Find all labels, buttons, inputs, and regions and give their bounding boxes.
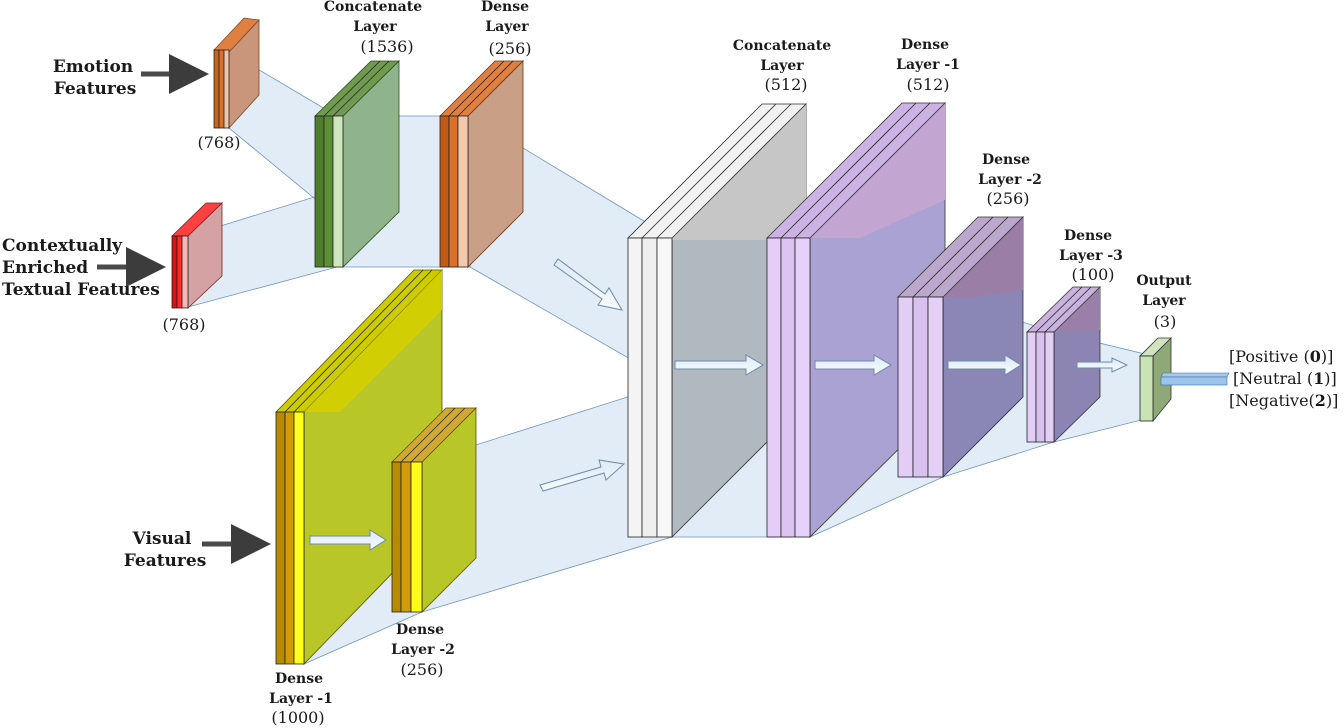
- class-positive-label: [Positive (0)]: [1229, 347, 1333, 366]
- visual-dense2-block: [391, 407, 477, 613]
- flow-arrow-icon: [947, 354, 1022, 376]
- emotion-dim: (768): [197, 133, 240, 152]
- flow-arrow-icon: [539, 459, 626, 492]
- textual-label-line1: Contextually: [2, 236, 123, 256]
- flow-arrow-icon: [309, 529, 387, 551]
- output-dim: (3): [1154, 312, 1177, 331]
- concat1-dim: (1536): [360, 37, 413, 56]
- dense-top-block: [439, 60, 524, 268]
- dense2-block: [897, 216, 1024, 478]
- dense1-label-line2: Layer -1: [896, 57, 960, 73]
- flow-arrow-icon: [1076, 357, 1129, 373]
- input-arrows: [97, 54, 271, 564]
- dense1-dim: (512): [906, 75, 949, 94]
- visual-dense1-label-line2: Layer -1: [269, 691, 333, 707]
- dense1-block: [766, 102, 946, 538]
- output-label-line2: Layer: [1142, 293, 1186, 309]
- dense3-dim: (100): [1071, 265, 1114, 284]
- concat1-block: [314, 60, 400, 268]
- dense-top-label-line1: Dense: [481, 0, 529, 15]
- dense2-dim: (256): [986, 189, 1029, 208]
- visual-dense2-label-line1: Dense: [396, 622, 444, 638]
- class-negative-label: [Negative(2)]: [1229, 391, 1338, 410]
- visual-label-line2: Features: [124, 551, 207, 571]
- dense2-label-line1: Dense: [982, 152, 1030, 168]
- textual-label-line2: Enriched: [2, 258, 88, 278]
- emotion-label-line1: Emotion: [53, 57, 133, 77]
- dense-top-label-line2: Layer: [485, 19, 529, 35]
- output-block: [1139, 337, 1230, 423]
- dense3-label-line2: Layer -3: [1059, 248, 1123, 264]
- dense3-label-line1: Dense: [1064, 228, 1112, 244]
- visual-dense1-label-line1: Dense: [275, 671, 323, 687]
- visual-dense2-dim: (256): [400, 660, 443, 679]
- dense2-label-line2: Layer -2: [978, 172, 1042, 188]
- visual-label-line1: Visual: [132, 529, 192, 549]
- flow-arrow-icon: [814, 354, 892, 376]
- visual-dense2-label-line2: Layer -2: [391, 642, 455, 658]
- flow-arrows: [309, 258, 1129, 551]
- dense-top-dim: (256): [488, 39, 531, 58]
- textual-input-block: [171, 202, 223, 309]
- flow-arrow-icon: [553, 258, 624, 311]
- emotion-label-line2: Features: [54, 79, 137, 99]
- emotion-input-block: [213, 17, 260, 130]
- concat1-label-line1: Concatenate: [324, 0, 422, 15]
- visual-dense1-dim: (1000): [271, 708, 324, 727]
- class-neutral-label: [Neutral (1)]: [1233, 369, 1337, 388]
- textual-dim: (768): [162, 315, 205, 334]
- concat2-label-line1: Concatenate: [733, 38, 831, 54]
- dense1-label-line1: Dense: [901, 37, 949, 53]
- concat2-label-line2: Layer: [760, 58, 804, 74]
- flow-arrow-icon: [674, 354, 764, 376]
- textual-label-line3: Textual Features: [2, 280, 160, 300]
- visual-dense1-block: [275, 269, 443, 665]
- concat2-dim: (512): [764, 75, 807, 94]
- output-label-line1: Output: [1136, 273, 1192, 289]
- concat1-label-line2: Layer: [353, 19, 397, 35]
